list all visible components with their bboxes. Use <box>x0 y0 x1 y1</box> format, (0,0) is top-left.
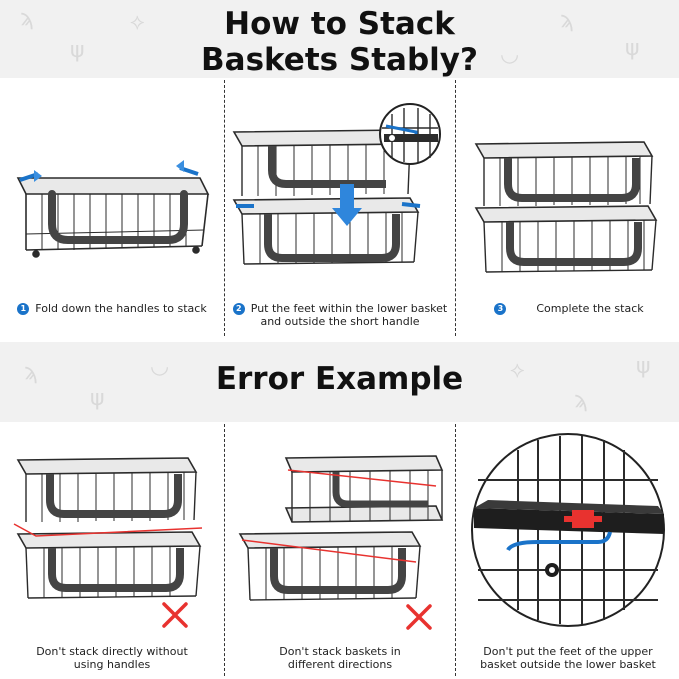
fork-doodle-icon: ψ <box>636 354 651 379</box>
cup-doodle-icon: ◡ <box>500 42 520 67</box>
step1-basket-illustration <box>16 160 210 258</box>
error-section-title: Error Example <box>215 361 464 397</box>
column-divider <box>455 80 456 336</box>
column-divider <box>224 80 225 336</box>
error2-illustration <box>238 455 444 630</box>
error3-closeup-illustration <box>471 433 665 627</box>
step-number-badge: 1 <box>17 303 30 315</box>
error1-illustration <box>13 457 203 628</box>
fork-doodle-icon: ψ <box>70 38 85 63</box>
fish-doodle-icon: ⟡ <box>130 10 145 35</box>
column-divider <box>224 424 225 676</box>
step3-complete-stack-illustration <box>474 141 658 273</box>
step2-stacking-illustration <box>232 103 441 265</box>
column-divider <box>455 424 456 676</box>
page-title: How to Stack Baskets Stably? <box>201 6 478 78</box>
title-band: ϡ ψ ⟡ ◡ ϡ ψ <box>0 0 679 78</box>
step-number-badge: 3 <box>494 303 507 315</box>
shrimp-doodle-icon: ϡ <box>20 6 34 31</box>
shrimp-doodle-icon: ϡ <box>24 360 38 385</box>
step-number-badge: 2 <box>232 303 245 315</box>
shrimp-doodle-icon: ϡ <box>560 8 574 33</box>
fork-doodle-icon: ψ <box>625 36 640 61</box>
error-title-band: ϡ ψ ◡ ⟡ ϡ ψ <box>0 342 679 422</box>
fish-doodle-icon: ⟡ <box>510 358 525 383</box>
shrimp-doodle-icon: ϡ <box>574 388 588 413</box>
fork-doodle-icon: ψ <box>90 386 105 411</box>
cup-doodle-icon: ◡ <box>150 354 170 379</box>
